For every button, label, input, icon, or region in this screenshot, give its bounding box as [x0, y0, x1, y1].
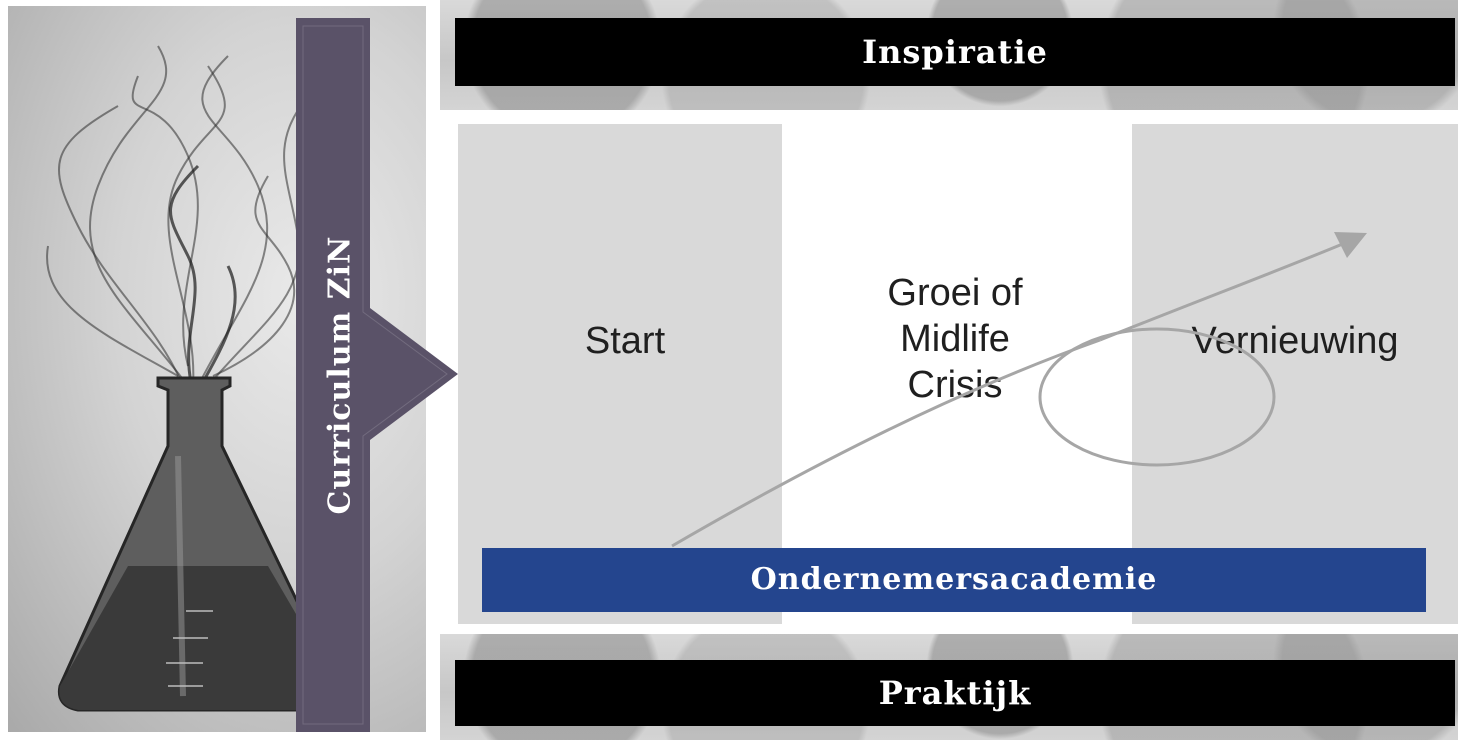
- crisis-loop: [1038, 327, 1276, 467]
- flask-illustration: [46, 45, 341, 712]
- curriculum-arrow-shape: [296, 18, 458, 732]
- growth-line-2: Midlife: [900, 318, 1010, 360]
- growth-line-1: Groei of: [887, 272, 1023, 314]
- start-column: [458, 124, 782, 624]
- vernieuwing-column: [1132, 124, 1458, 624]
- renewal-arrow-line: [1099, 241, 1346, 342]
- ondernemersacademie-bar: Ondernemersacademie: [482, 548, 1426, 612]
- curriculum-label: Curriculum ZiN: [322, 235, 358, 515]
- start-label: Start: [584, 320, 666, 362]
- arrow-head: [1334, 232, 1367, 258]
- inspiratie-bar: Inspiratie: [455, 18, 1455, 86]
- praktijk-bar: Praktijk: [455, 660, 1455, 726]
- growth-arrow-line: [671, 338, 1101, 548]
